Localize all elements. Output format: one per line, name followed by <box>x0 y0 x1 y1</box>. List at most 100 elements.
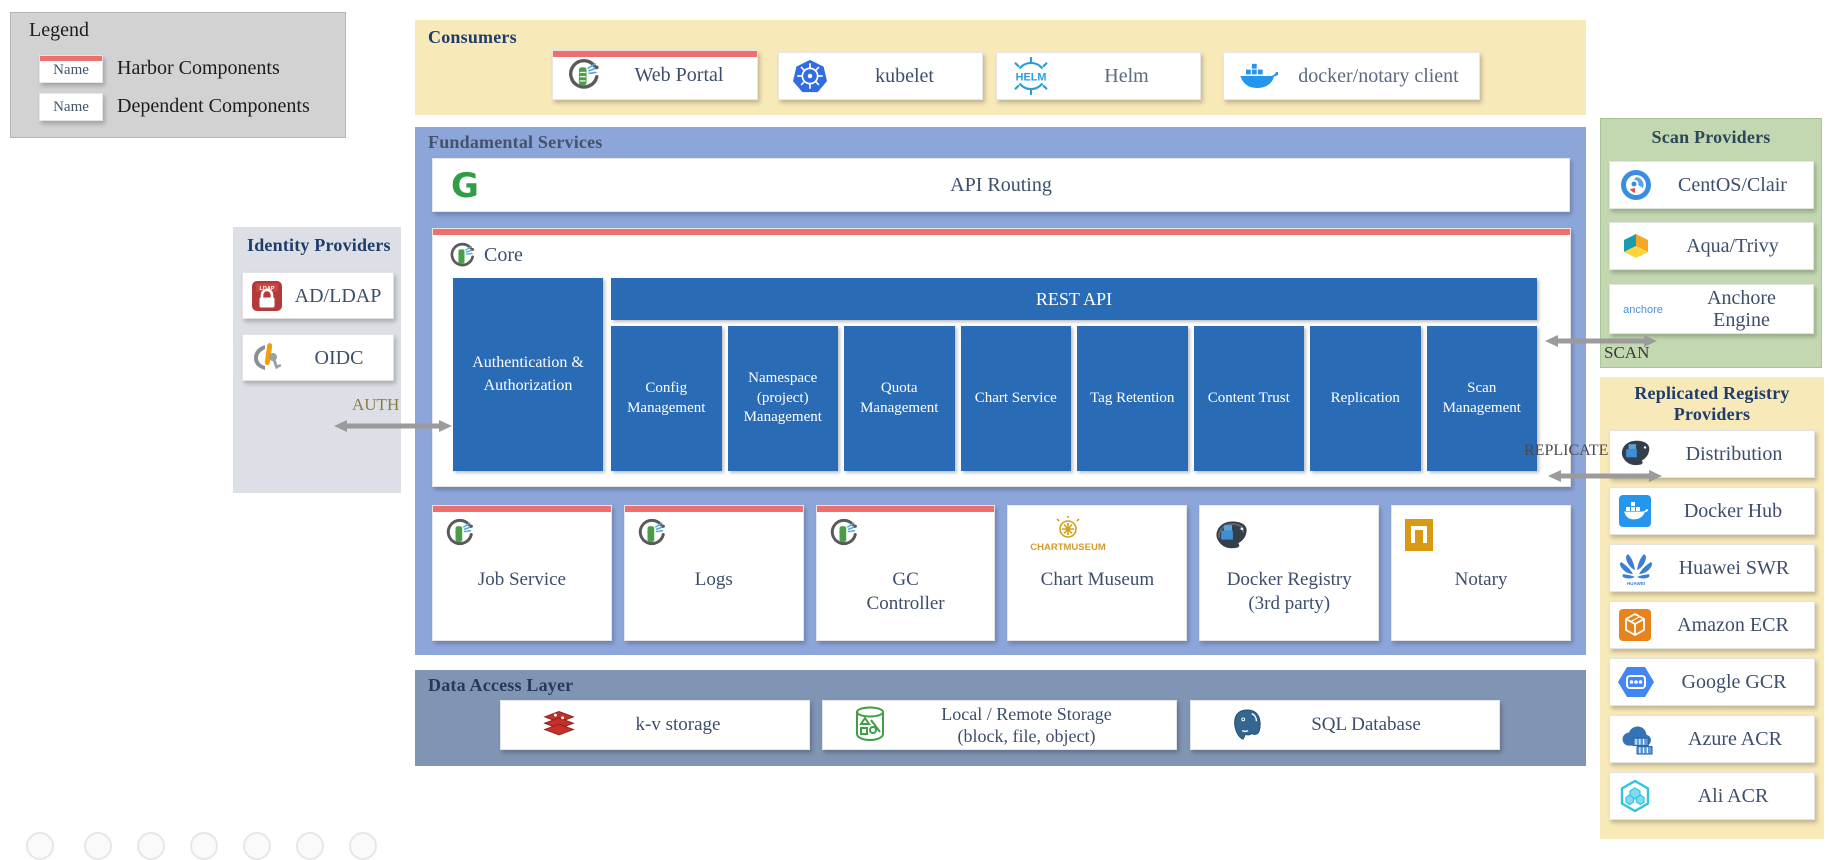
web-portal-box: Web Portal <box>552 50 758 100</box>
postgresql-icon <box>1231 708 1263 742</box>
cropped-icon-circle <box>349 832 377 860</box>
core-module-content-trust: Content Trust <box>1193 326 1304 471</box>
core-module-replication: Replication <box>1310 326 1421 471</box>
distribution-box: Distribution <box>1609 430 1815 478</box>
distribution-icon <box>1618 437 1654 471</box>
anchore-engine-box: anchore Anchore Engine <box>1609 284 1814 334</box>
clair-icon <box>1620 169 1652 201</box>
centos-clair-box: CentOS/Clair <box>1609 161 1814 209</box>
job-service-label: Job Service <box>477 569 566 590</box>
scan-providers-title: Scan Providers <box>1651 127 1771 147</box>
azure-acr-icon <box>1618 723 1656 755</box>
kubelet-box: kubelet <box>778 52 983 100</box>
trivy-icon <box>1620 230 1652 262</box>
harbor-accent-bar <box>433 229 1570 235</box>
gc-controller-label-line2: Controller <box>866 592 945 614</box>
oidc-box: OIDC <box>242 334 394 381</box>
harbor-icon <box>637 518 667 548</box>
helm-icon: HELM <box>1009 57 1053 95</box>
logs-label: Logs <box>694 569 733 590</box>
ad-ldap-box: LDAP AD/LDAP <box>242 272 394 319</box>
scan-arrow <box>1545 333 1657 349</box>
web-portal-label: Web Portal <box>634 63 724 86</box>
auth-arrow-label: AUTH <box>352 395 400 414</box>
core-module-namespace: Namespace (project) Management <box>727 326 838 471</box>
legend-swatch-dependent: Name <box>39 93 103 121</box>
legend-item-label: Harbor Components <box>117 57 280 79</box>
distribution-label: Distribution <box>1685 443 1783 465</box>
consumers-panel: Consumers Web Portal <box>415 20 1586 115</box>
cropped-icon-circle <box>243 832 271 860</box>
harbor-accent-bar <box>816 506 995 512</box>
logs-box: Logs <box>623 505 804 641</box>
core-label: Core <box>484 244 523 266</box>
notary-label: Notary <box>1454 569 1508 590</box>
anchore-icon: anchore <box>1616 299 1670 319</box>
anchore-engine-line1: Anchore <box>1707 287 1776 309</box>
azure-acr-box: Azure ACR <box>1609 715 1815 763</box>
aqua-trivy-label: Aqua/Trivy <box>1686 235 1779 257</box>
replicated-registry-title-line1: Replicated Registry <box>1634 383 1790 403</box>
core-module-quota: Quota Management <box>844 326 955 471</box>
dockerhub-icon <box>1618 494 1652 528</box>
notary-box: Notary <box>1391 505 1571 641</box>
core-module-tag-retention: Tag Retention <box>1077 326 1188 471</box>
notary-icon <box>1404 518 1434 552</box>
harbor-icon <box>449 242 476 269</box>
harbor-accent-bar <box>40 56 102 61</box>
cropped-icon-circle <box>296 832 324 860</box>
legend-item-label: Dependent Components <box>117 95 310 117</box>
data-access-layer-title: Data Access Layer <box>428 675 574 695</box>
svg-text:G: G <box>451 166 479 204</box>
amazon-ecr-box: Amazon ECR <box>1609 601 1815 649</box>
legend-swatch-text: Name <box>53 62 89 78</box>
g-routing-icon: G <box>447 166 483 204</box>
cropped-icon-circle <box>190 832 218 860</box>
ad-ldap-label: AD/LDAP <box>294 284 382 307</box>
cropped-icon-circle <box>84 832 112 860</box>
huawei-swr-label: Huawei SWR <box>1678 557 1790 579</box>
job-service-box: Job Service <box>432 505 612 641</box>
cropped-icon-circle <box>26 832 54 860</box>
gc-controller-box: GC Controller <box>815 505 996 641</box>
docker-icon <box>1238 60 1278 92</box>
ali-acr-label: Ali ACR <box>1697 785 1769 807</box>
local-remote-storage-line1: Local / Remote Storage <box>941 703 1112 724</box>
harbor-icon <box>567 58 601 92</box>
docker-registry-label-line2: (3rd party) <box>1248 592 1331 614</box>
replicated-registry-title-line2: Providers <box>1673 403 1751 424</box>
legend-swatch-text: Name <box>53 98 89 115</box>
consumers-title: Consumers <box>428 27 517 47</box>
identity-providers-panel: Identity Providers LDAP AD/LDAP <box>233 227 401 493</box>
ldap-icon: LDAP <box>251 280 283 312</box>
core-module-config: Config Management <box>611 326 722 471</box>
docker-registry-icon <box>1212 518 1252 554</box>
identity-providers-title: Identity Providers <box>247 235 391 255</box>
sql-database-label: SQL Database <box>1311 714 1421 735</box>
chart-museum-label: Chart Museum <box>1040 569 1155 590</box>
ali-acr-icon <box>1618 779 1652 813</box>
docker-registry-box: Docker Registry (3rd party) <box>1199 505 1380 641</box>
docker-hub-label: Docker Hub <box>1683 500 1783 522</box>
chartmuseum-icon: CHARTMUSEUM <box>1018 516 1118 556</box>
aqua-trivy-box: Aqua/Trivy <box>1609 222 1814 270</box>
scan-providers-panel: Scan Providers CentOS/Clair Aqua/Trivy <box>1600 118 1822 368</box>
helm-label: Helm <box>1104 64 1149 87</box>
amazon-ecr-icon <box>1618 608 1652 642</box>
cropped-icon-circle <box>137 832 165 860</box>
docker-notary-client-label: docker/notary client <box>1298 64 1459 87</box>
fundamental-services-panel: Fundamental Services G API Routing <box>415 127 1586 655</box>
huawei-wordmark: HUAWEI <box>1627 581 1645 586</box>
ali-acr-box: Ali ACR <box>1609 772 1815 820</box>
scan-arrow-label: SCAN <box>1604 343 1650 362</box>
kv-storage-box: k-v storage <box>500 700 810 750</box>
kubelet-label: kubelet <box>875 64 934 87</box>
auth-module: Authentication & Authorization <box>453 278 603 471</box>
helm-box: HELM Helm <box>996 52 1201 100</box>
docker-registry-label-line1: Docker Registry <box>1226 569 1352 590</box>
helm-wordmark: HELM <box>1016 72 1047 84</box>
docker-notary-client-box: docker/notary client <box>1223 52 1480 100</box>
legend-title: Legend <box>29 19 89 41</box>
azure-acr-label: Azure ACR <box>1688 728 1782 750</box>
harbor-icon <box>829 518 859 548</box>
